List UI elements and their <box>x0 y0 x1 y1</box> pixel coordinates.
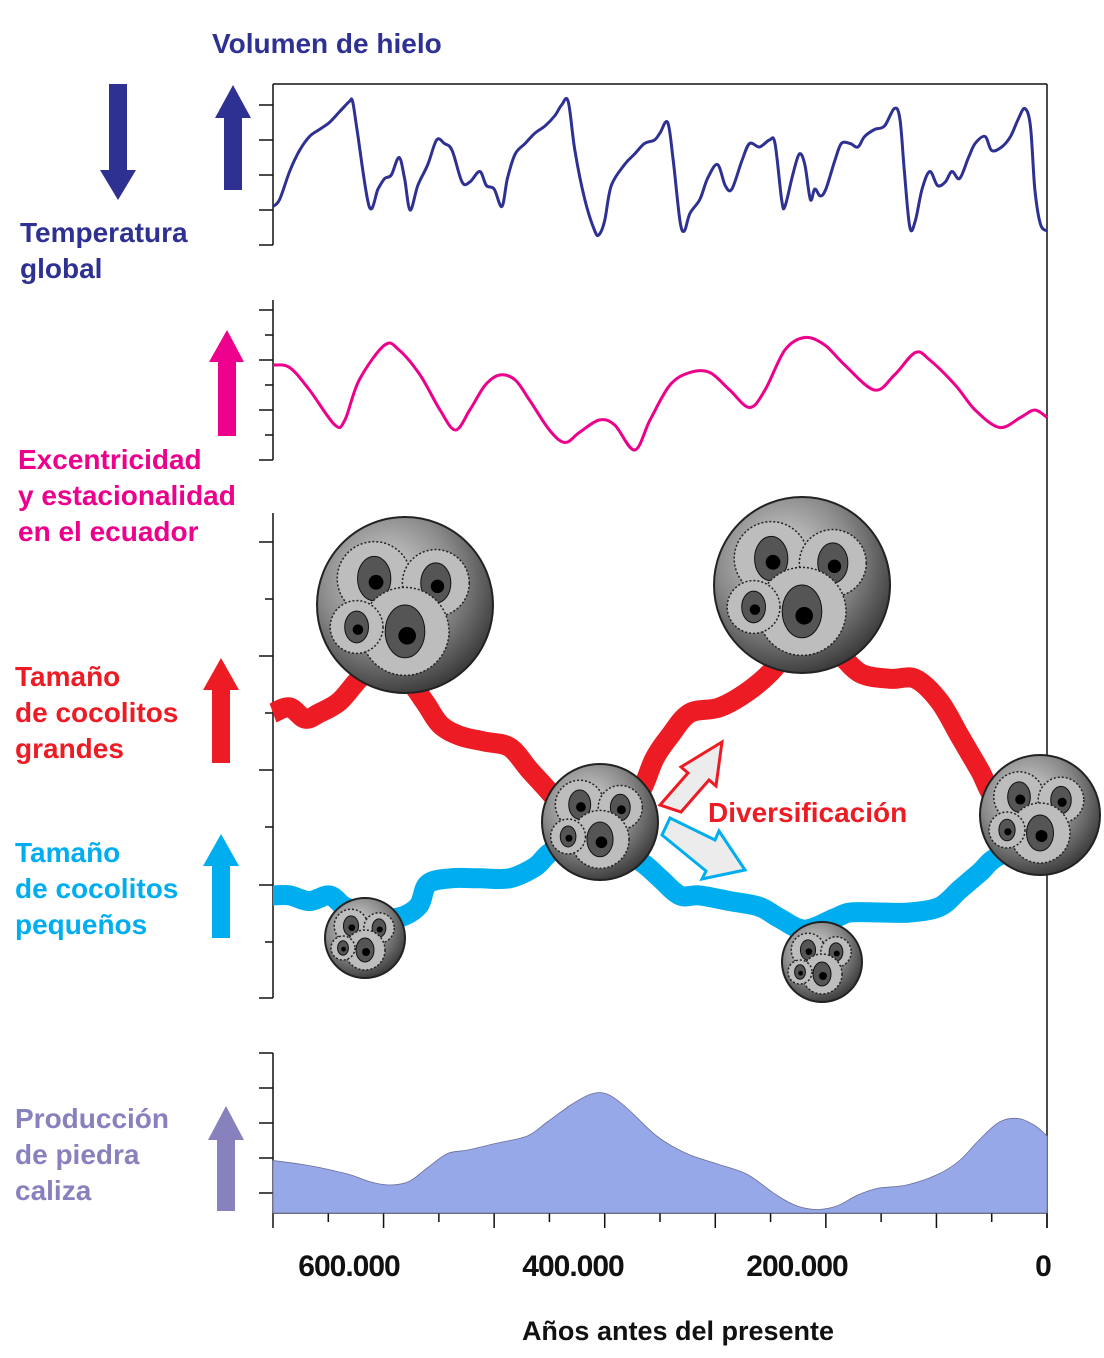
coccolith-pore <box>398 627 417 645</box>
diversification-down-arrow-icon <box>660 815 748 882</box>
eccentricity-up-arrow-icon <box>209 330 244 436</box>
small-coccolith-up-arrow-icon <box>203 834 239 938</box>
coccolith-pore <box>616 805 626 815</box>
coccolith-pore <box>1035 830 1048 842</box>
coccolith-pore <box>805 948 813 956</box>
coccolith-pore <box>1057 797 1067 807</box>
temperature-label-line1: Temperatura <box>20 217 188 248</box>
x-tick-label: 400.000 <box>522 1250 624 1283</box>
ice-volume-line <box>271 97 1049 238</box>
coccolith-pore <box>348 924 356 932</box>
eccentricity-line <box>272 335 1048 452</box>
limestone-label-line3: caliza <box>15 1175 92 1206</box>
diversification-up-arrow-icon <box>657 739 724 814</box>
limestone-production-area <box>272 1092 1048 1214</box>
coccolith-image <box>781 921 863 1003</box>
coccolith-pore <box>798 970 803 976</box>
coccolith-pore <box>1015 794 1026 805</box>
coccolith-image <box>713 496 891 674</box>
coccolith-pore <box>352 624 364 635</box>
coccolith-pore <box>368 574 384 590</box>
coccolith-pore <box>795 607 813 625</box>
large-coccolith-up-arrow-icon <box>203 658 239 763</box>
coccolith-pore <box>595 836 608 849</box>
temperature-label-line2: global <box>20 253 102 284</box>
small-coccolith-label-line1: Tamaño <box>15 837 120 868</box>
x-tick-label: 200.000 <box>746 1250 848 1283</box>
coccolith-pore <box>376 926 383 933</box>
temperature-down-arrow-icon <box>100 84 136 200</box>
ice-volume-label: Volumen de hielo <box>212 28 442 59</box>
coccolith-pore <box>765 554 781 570</box>
coccolith-image <box>316 516 494 694</box>
limestone-label-line1: Producción <box>15 1103 169 1134</box>
coccolith-pore <box>827 559 842 574</box>
coccolith-pore <box>576 802 586 812</box>
eccentricity-label-line2: y estacionalidad <box>18 480 236 511</box>
x-tick-label: 600.000 <box>298 1250 400 1283</box>
coccolith-pore <box>565 834 573 842</box>
coccolith-pore <box>833 950 840 957</box>
ice-volume-up-arrow-icon <box>215 85 251 190</box>
eccentricity-label-line1: Excentricidad <box>18 444 202 475</box>
limestone-label-line2: de piedra <box>15 1139 140 1170</box>
x-axis-title: Años antes del presente <box>522 1316 834 1346</box>
coccolith-image <box>979 754 1101 876</box>
large-coccolith-label-line3: grandes <box>15 733 124 764</box>
coccolith-pore <box>341 946 346 952</box>
small-coccolith-label-line2: de cocolitos <box>15 873 178 904</box>
coccolith-pore <box>819 972 827 980</box>
x-tick-label: 0 <box>1035 1250 1051 1283</box>
coccolith-pore <box>1004 828 1012 836</box>
small-coccolith-label-line3: pequeños <box>15 909 147 940</box>
coccolith-illustrations <box>316 496 1101 1003</box>
coccolith-pore <box>362 948 370 956</box>
large-coccolith-label-line2: de cocolitos <box>15 697 178 728</box>
eccentricity-label-line3: en el ecuador <box>18 516 199 547</box>
limestone-up-arrow-icon <box>208 1106 244 1211</box>
coccolith-pore <box>749 604 761 615</box>
coccolith-image <box>541 763 659 881</box>
large-coccolith-label-line1: Tamaño <box>15 661 120 692</box>
coccolith-pore <box>430 579 445 594</box>
coccolith-image <box>324 897 406 979</box>
diversification-label: Diversificación <box>708 797 907 828</box>
